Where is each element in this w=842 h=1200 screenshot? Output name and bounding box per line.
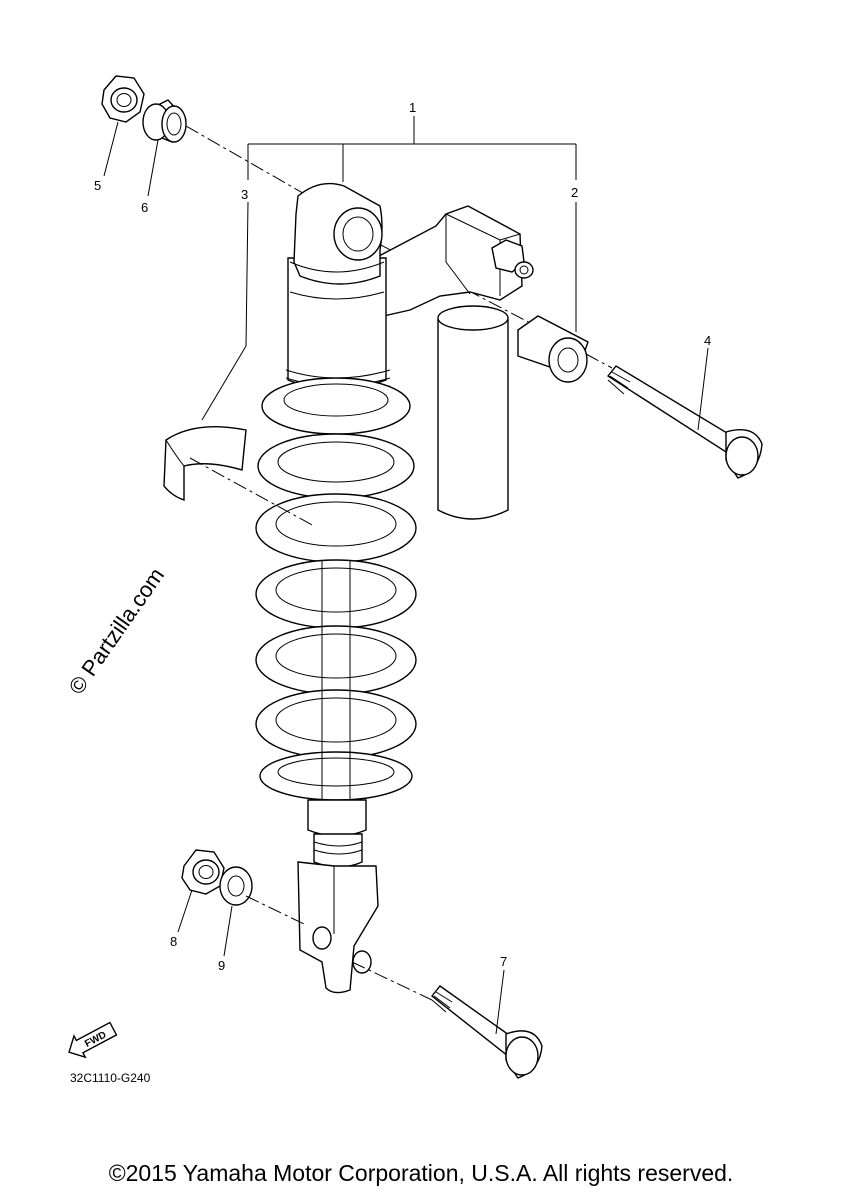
part-9-washer-lower [219, 866, 253, 957]
drawing-code: 32C1110-G240 [70, 1071, 151, 1085]
copyright-notice: ©2015 Yamaha Motor Corporation, U.S.A. A… [108, 1160, 734, 1186]
callout-5: 5 [94, 178, 101, 193]
shock-body-upper [285, 182, 391, 403]
part-5-nut-top [101, 75, 145, 177]
callout-9: 9 [218, 958, 225, 973]
part-3-cutaway [163, 201, 315, 527]
callout-1-bracket [247, 116, 577, 182]
shock-reservoir [359, 205, 534, 520]
upper-bolt-axis-3 [585, 353, 613, 369]
callout-1: 1 [409, 100, 416, 115]
fwd-label: FWD [83, 1030, 108, 1050]
part-6-collar-top [142, 99, 187, 197]
callout-7: 7 [500, 954, 507, 969]
fwd-arrow-icon: FWD [68, 1021, 118, 1059]
callout-6: 6 [141, 200, 148, 215]
callout-8: 8 [170, 934, 177, 949]
part-2-collar-right [517, 202, 589, 383]
callout-3: 3 [241, 187, 248, 202]
watermark-text: © Partzilla.com [64, 563, 170, 699]
callout-2: 2 [571, 185, 578, 200]
lower-bolt-axis-2 [351, 961, 433, 1001]
part-7-lower-bolt [431, 969, 543, 1079]
part-4-upper-bolt [606, 347, 763, 479]
part-8-nut-lower [177, 849, 225, 933]
lower-bolt-axis [245, 895, 305, 925]
shock-spring [255, 377, 417, 801]
shock-lower-eye [297, 799, 379, 994]
callout-4: 4 [704, 333, 711, 348]
